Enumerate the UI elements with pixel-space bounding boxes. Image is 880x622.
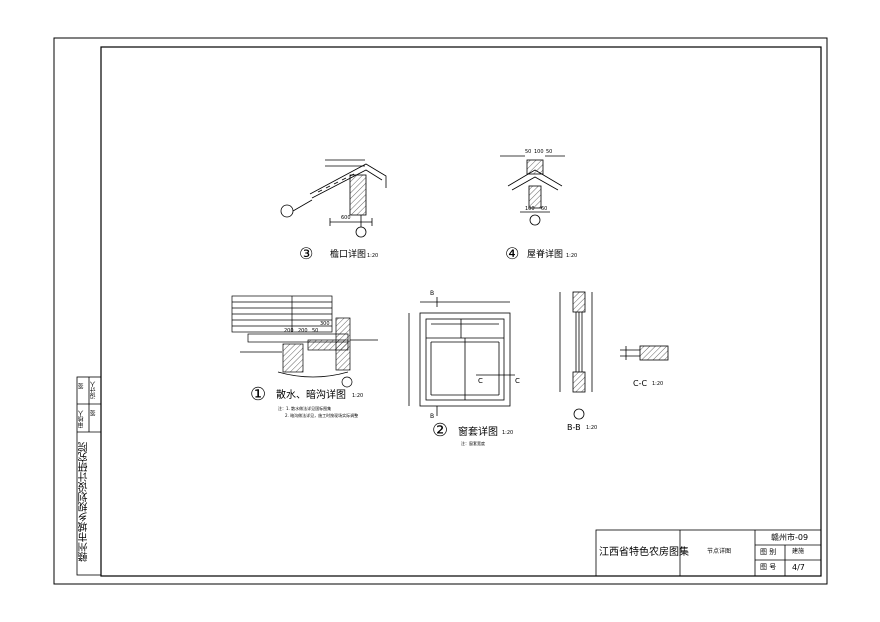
number-label: 图 号 — [760, 563, 777, 571]
detail-4-dim-b: 100 — [534, 149, 544, 155]
sign-2: 签 — [90, 410, 97, 416]
detail-2-note: 注：窗套宽度 — [461, 441, 485, 446]
category-label: 图 别 — [760, 548, 777, 556]
detail-3-scale: 1:20 — [367, 253, 379, 259]
section-bb-title: B-B — [567, 423, 581, 432]
detail-3-title: 檐口详图 — [330, 250, 367, 260]
detail-3-dim: 600 — [341, 215, 351, 221]
section-bb-drawing — [559, 291, 593, 420]
detail-2-section-c-2: C — [515, 377, 520, 385]
institute-name: 赣州市城乡规划设计研究院 — [79, 442, 90, 562]
detail-4-dim-a: 50 — [525, 149, 532, 155]
detail-2-title: 窗套详图 — [458, 427, 498, 438]
section-bb-scale: 1:20 — [586, 425, 598, 431]
detail-2-number: ② — [432, 420, 449, 441]
detail-2-dim-left: B — [430, 413, 435, 420]
inner-frame — [100, 46, 822, 577]
role-designer: 设计人 — [90, 381, 97, 399]
detail-1-number: ① — [250, 384, 267, 405]
detail-1-scale: 1:20 — [352, 393, 364, 399]
detail-4-number: ④ — [505, 244, 520, 263]
detail-1-dim-d: 300 — [320, 321, 330, 327]
detail-2-section-c: C — [478, 377, 483, 385]
section-cc-scale: 1:20 — [652, 381, 664, 387]
detail-4-scale: 1:20 — [566, 253, 578, 259]
detail-1-dim-c: 50 — [312, 328, 319, 334]
detail-1-title: 散水、暗沟详图 — [276, 390, 346, 401]
detail-4-dim-c: 50 — [546, 149, 553, 155]
side-strip — [76, 376, 102, 576]
detail-1-drain-drawing — [231, 295, 378, 388]
detail-3-eave-drawing — [280, 159, 387, 238]
atlas-title: 江西省特色农房图集 — [599, 547, 689, 558]
detail-1-dim-b: 200 — [298, 328, 308, 334]
detail-4-dim-d: 100 — [525, 206, 535, 212]
detail-1-dim-a: 200 — [284, 328, 294, 334]
detail-2-window-drawing — [408, 297, 515, 416]
sign-1: 签 — [78, 383, 85, 389]
detail-4-dim-e: 60 — [541, 206, 548, 212]
number-value: 4/7 — [792, 563, 805, 572]
detail-4-title: 屋脊详图 — [527, 250, 564, 260]
detail-3-number: ③ — [299, 244, 314, 263]
detail-1-note-2: 2. 暗沟做法详见，施工时按现场实际调整 — [285, 413, 359, 418]
detail-2-dim-top: B — [430, 290, 435, 297]
drawing-name: 节点详图 — [707, 548, 732, 555]
detail-4-ridge-drawing — [500, 155, 565, 226]
detail-1-note-1: 注：1. 散水做法详见国标图集 — [278, 406, 332, 411]
role-reviewer: 审核人 — [78, 410, 85, 428]
outer-frame — [53, 37, 828, 585]
category-value: 建施 — [792, 548, 805, 555]
title-block — [595, 529, 822, 577]
detail-2-scale: 1:20 — [502, 430, 514, 436]
region-code: 赣州市-09 — [771, 533, 809, 542]
section-cc-drawing — [620, 345, 669, 361]
section-cc-title: C-C — [633, 379, 648, 388]
